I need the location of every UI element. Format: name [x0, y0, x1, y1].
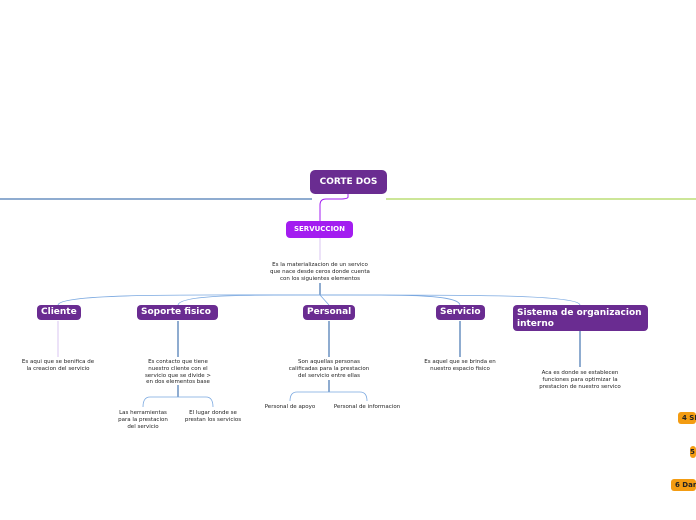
personal-description: Son aquellas personas calificadas para l…: [288, 359, 370, 379]
root-node[interactable]: CORTE DOS: [310, 170, 387, 194]
root-to-servuccion-connector: [319, 194, 349, 221]
cliente-node[interactable]: Cliente: [37, 305, 81, 320]
cliente-description: Es aqui que se benifica de la creacion d…: [21, 359, 95, 372]
servuccion-node[interactable]: SERVUCCION: [286, 221, 353, 238]
branch-sistema-connector: [319, 294, 581, 306]
soporte-fisico-node[interactable]: Soporte fisico: [137, 305, 218, 320]
sistema-organizacion-node[interactable]: Sistema de organizacion interno: [513, 305, 648, 331]
floating-node-4[interactable]: 4 SI: [678, 412, 696, 424]
sistema-organizacion-description: Aca es donde se establecen funciones par…: [539, 370, 621, 390]
soporte-children-connector: [142, 396, 214, 408]
servicio-description: Es aquel que se brinda en nuestro espaci…: [424, 359, 496, 372]
soporte-child-herramientas: Las herramientas para la prestacion del …: [118, 410, 168, 430]
branch-personal-connector: [319, 294, 330, 306]
floating-node-5[interactable]: 5: [690, 446, 696, 458]
servuccion-description: Es la materializacion de un servico que …: [270, 262, 370, 282]
personal-child-informacion: Personal de informacion: [333, 404, 401, 410]
personal-child-apoyo: Personal de apoyo: [264, 404, 316, 410]
soporte-fisico-description: Es contacto que tiene nuestro cliente co…: [144, 359, 212, 386]
branch-servicio-connector: [319, 294, 461, 306]
personal-node[interactable]: Personal: [303, 305, 356, 320]
floating-node-6[interactable]: 6 Dar: [671, 479, 696, 491]
branch-soporte-connector: [177, 294, 321, 306]
servicio-node[interactable]: Servicio: [436, 305, 485, 320]
branch-cliente-connector: [57, 294, 321, 306]
soporte-child-lugar: El lugar donde se prestan los servicios: [184, 410, 242, 423]
personal-children-connector: [289, 391, 368, 402]
